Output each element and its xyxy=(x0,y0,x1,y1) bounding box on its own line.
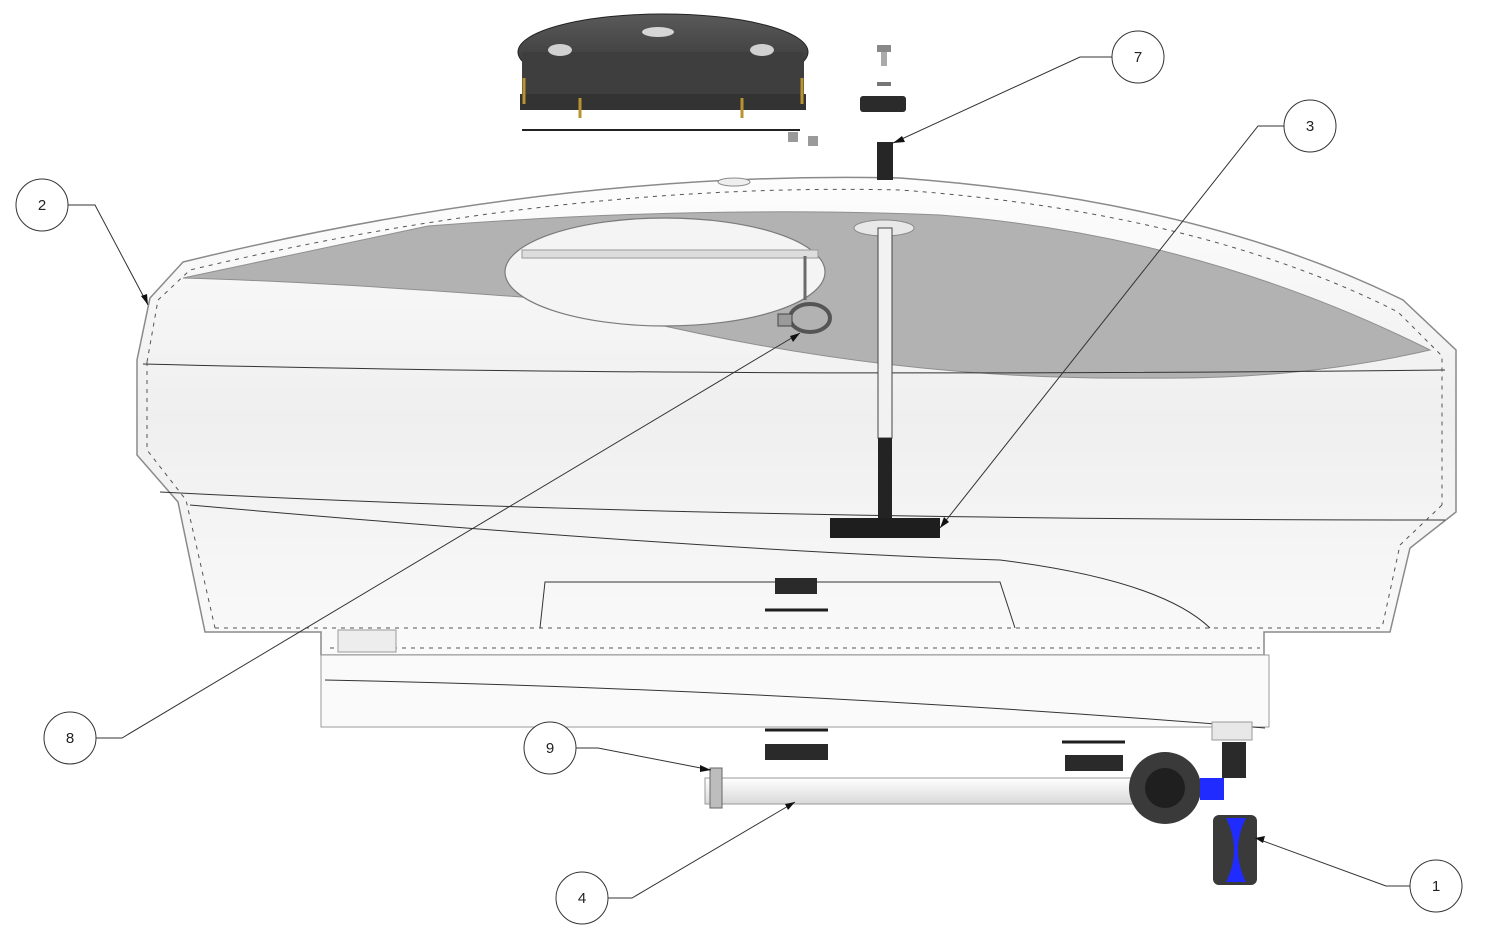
sensor-bolt-head xyxy=(877,45,891,52)
shell-wall-hatch-left xyxy=(146,362,216,629)
lid-bolt-1 xyxy=(788,132,798,142)
callout-balloon-7: 7 xyxy=(1111,30,1165,84)
leader-4 xyxy=(608,801,796,899)
lid-ring xyxy=(520,94,806,110)
lid-highlight xyxy=(642,27,674,37)
callout-label: 7 xyxy=(1134,49,1142,66)
lid-handle-right xyxy=(750,44,774,56)
level-sensor-assembly xyxy=(830,45,940,538)
callout-label: 8 xyxy=(66,730,74,747)
leader-8 xyxy=(96,332,801,739)
callout-label: 2 xyxy=(38,197,46,214)
callout-label: 4 xyxy=(578,890,586,907)
opening-rim xyxy=(521,249,819,259)
leader-1-arrow xyxy=(1255,836,1265,843)
callout-circle xyxy=(1283,99,1337,153)
ball-valve-blue xyxy=(1226,818,1246,882)
shell-top-nub xyxy=(717,177,751,187)
leader-2-arrow xyxy=(141,294,148,305)
sensor-stem xyxy=(877,142,893,180)
sensor-bolt-shank xyxy=(881,52,887,66)
tank-shell xyxy=(136,176,1457,741)
leader-3 xyxy=(939,125,1284,529)
drain-valve-body xyxy=(1222,742,1246,778)
bracket-screw xyxy=(777,313,793,327)
shell-inner-curve xyxy=(189,504,1211,629)
leader-2 xyxy=(68,204,149,306)
bottom-well xyxy=(539,581,1016,629)
base-edge-line xyxy=(324,679,1266,729)
leader-7-arrow xyxy=(893,136,905,143)
pipe-plug xyxy=(709,767,723,809)
fitting-nut-right xyxy=(1065,755,1123,771)
shell-wall-hatch-top xyxy=(146,188,1443,505)
callout-circle xyxy=(1409,859,1463,913)
leader-3-arrow xyxy=(940,517,949,528)
fitting-nut-upper xyxy=(775,578,817,594)
callout-circle xyxy=(15,178,69,232)
lid-bolt-2 xyxy=(808,136,818,146)
sensor-cap-nut xyxy=(860,96,906,112)
fitting-nut-lower xyxy=(765,744,828,760)
outlet-pipe-assembly xyxy=(704,742,1257,885)
lid-body xyxy=(522,52,804,94)
leader-4-arrow xyxy=(785,802,795,810)
callout-circle xyxy=(555,871,609,925)
callout-label: 1 xyxy=(1432,878,1440,895)
base-foot-left xyxy=(337,629,397,653)
leader-1 xyxy=(1254,837,1410,887)
leader-7 xyxy=(892,56,1112,144)
callout-circle xyxy=(1111,30,1165,84)
callout-label: 3 xyxy=(1306,118,1314,135)
shell-wall-hatch-right xyxy=(1381,504,1443,629)
callout-label: 9 xyxy=(546,740,554,757)
base-foot-right xyxy=(1211,721,1253,741)
leader-9 xyxy=(576,747,712,771)
access-opening xyxy=(504,217,832,334)
blue-coupler xyxy=(1200,778,1224,800)
outlet-pipe xyxy=(704,777,1151,805)
callout-balloon-9: 9 xyxy=(523,721,577,775)
leader-8-arrow xyxy=(790,333,800,342)
elbow-inner xyxy=(1145,768,1185,808)
sensor-tube-lower xyxy=(878,438,892,520)
callout-circle xyxy=(43,711,97,765)
tank-base-plate xyxy=(320,654,1270,728)
shell-band-upper xyxy=(142,363,1446,374)
sensor-float-disc xyxy=(830,518,940,538)
callout-balloon-2: 2 xyxy=(15,178,69,232)
callout-circle xyxy=(523,721,577,775)
shell-band-lower xyxy=(159,491,1446,521)
callout-balloon-1: 1 xyxy=(1409,859,1463,913)
bottom-fittings xyxy=(765,578,1125,771)
sensor-tube-upper xyxy=(877,227,893,439)
manhole-lid-assembly xyxy=(517,13,818,146)
callout-balloon-4: 4 xyxy=(555,871,609,925)
callout-balloon-8: 8 xyxy=(43,711,97,765)
sensor-washer xyxy=(877,82,891,86)
leader-lines xyxy=(68,56,1410,899)
callout-balloon-3: 3 xyxy=(1283,99,1337,153)
leader-9-arrow xyxy=(700,765,711,772)
oval-opening xyxy=(504,217,826,327)
lid-handle-left xyxy=(548,44,572,56)
